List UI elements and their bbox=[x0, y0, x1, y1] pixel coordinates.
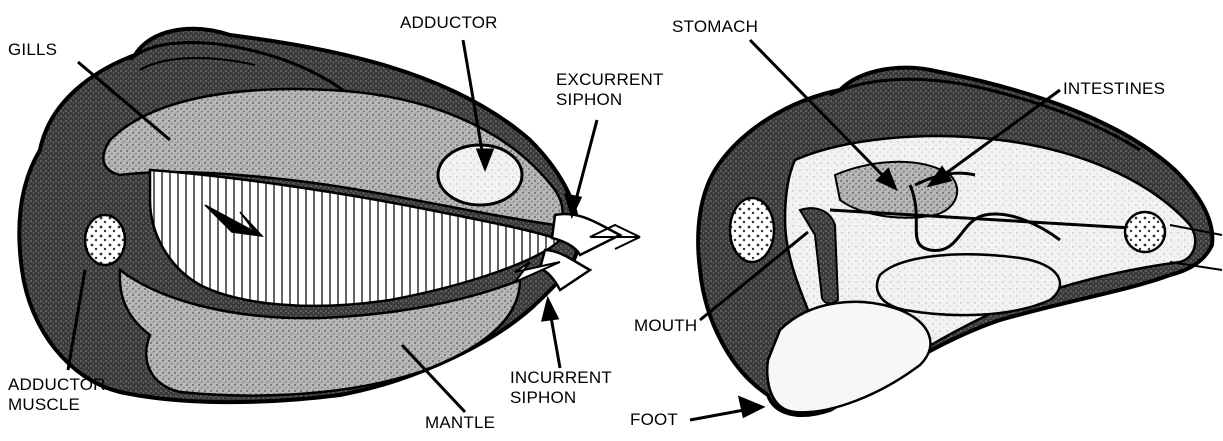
label-adductor: ADDUCTOR bbox=[400, 13, 498, 33]
label-mantle: MANTLE bbox=[425, 413, 495, 433]
label-adductor-muscle: ADDUCTOR MUSCLE bbox=[8, 375, 106, 415]
label-stomach: STOMACH bbox=[672, 17, 758, 37]
label-intestines: INTESTINES bbox=[1063, 79, 1165, 99]
incurrent-siphon-arrowhead bbox=[543, 300, 557, 320]
label-mouth: MOUTH bbox=[634, 316, 697, 336]
left-clam-drawing bbox=[19, 29, 640, 402]
label-incurrent-siphon: INCURRENT SIPHON bbox=[510, 368, 612, 408]
foot-arrowhead bbox=[740, 398, 762, 416]
label-foot: FOOT bbox=[630, 410, 678, 430]
label-excurrent-siphon: EXCURRENT SIPHON bbox=[556, 70, 664, 110]
right-clam-drawing bbox=[698, 68, 1222, 415]
label-gills: GILLS bbox=[8, 40, 57, 60]
